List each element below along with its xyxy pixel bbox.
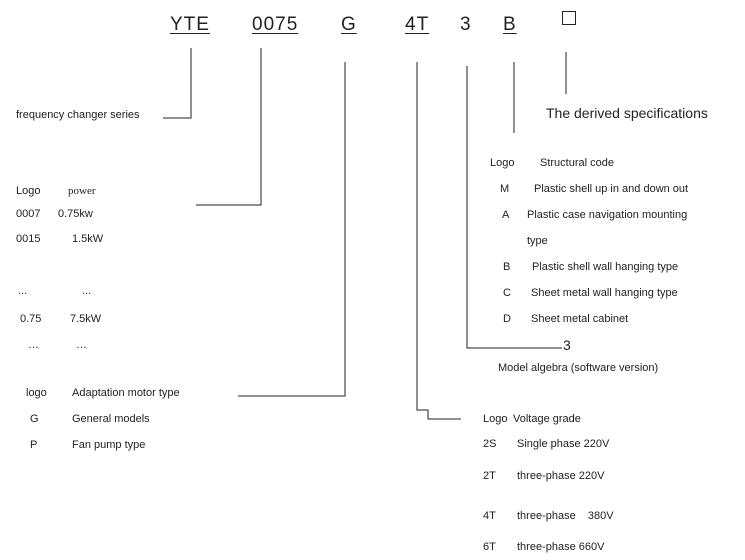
structure-row-desc: Sheet metal wall hanging type <box>531 287 678 299</box>
structure-row-code: M <box>500 183 510 195</box>
motor-header-logo: logo <box>26 387 47 399</box>
code-series: YTE <box>170 14 210 35</box>
software-connector <box>466 66 562 349</box>
voltage-row-code: 2T <box>483 470 496 482</box>
voltage-row-desc: Single phase 220V <box>517 438 610 450</box>
power-row-value: 0.75kw <box>58 208 93 220</box>
motor-row-code: P <box>30 439 38 451</box>
power-row-code: 0.75 <box>20 313 42 325</box>
voltage-row-code: 6T <box>483 541 496 553</box>
structure-row-desc: Sheet metal cabinet <box>531 313 629 325</box>
code-power: 0075 <box>252 14 299 35</box>
power-row-code: 0007 <box>16 208 41 220</box>
software-label: Model algebra (software version) <box>498 362 659 374</box>
derived-label: The derived specifications <box>546 105 708 121</box>
power-row-value: ... <box>82 285 92 297</box>
power-row-value: 7.5kW <box>70 313 102 325</box>
code-motor-type: G <box>341 14 357 35</box>
motor-row-desc: General models <box>72 413 150 425</box>
code-software: 3 <box>460 14 472 35</box>
structure-row-desc: type <box>527 235 548 247</box>
structure-row-code: C <box>503 287 511 299</box>
power-row-value: 1.5kW <box>72 233 104 245</box>
voltage-row-code: 2S <box>483 438 497 450</box>
code-derived-box <box>562 11 576 25</box>
structure-row-desc: Plastic case navigation mounting <box>527 209 688 221</box>
voltage-header-logo: Logo <box>483 413 508 425</box>
voltage-row-desc: three-phase 660V <box>517 541 605 553</box>
motor-row-desc: Fan pump type <box>72 439 146 451</box>
structure-header-label: Structural code <box>540 157 614 169</box>
series-connector <box>163 48 192 119</box>
code-structure: B <box>503 14 517 35</box>
structure-row-desc: Plastic shell up in and down out <box>534 183 689 195</box>
power-row-value: … <box>76 339 87 351</box>
voltage-row-code: 4T <box>483 510 496 522</box>
voltage-connector <box>416 62 461 420</box>
structure-header-logo: Logo <box>490 157 515 169</box>
power-row-code: ... <box>18 285 28 297</box>
structure-row-code: B <box>503 261 511 273</box>
voltage-row-desc: three-phase 220V <box>517 470 605 482</box>
structure-row-code: A <box>502 209 510 221</box>
power-connector <box>196 48 262 206</box>
motor-row-code: G <box>30 413 39 425</box>
software-value: 3 <box>563 337 571 353</box>
code-voltage: 4T <box>405 14 430 35</box>
power-row-code: 0015 <box>16 233 41 245</box>
motor-connector <box>238 62 346 397</box>
motor-header-label: Adaptation motor type <box>72 387 180 399</box>
series-label: frequency changer series <box>16 109 140 121</box>
structure-row-code: D <box>503 313 511 325</box>
voltage-row-desc: three-phase 380V <box>517 510 614 522</box>
voltage-header-label: Voltage grade <box>513 413 581 425</box>
power-header-label: power <box>68 185 96 197</box>
structure-row-desc: Plastic shell wall hanging type <box>532 261 679 273</box>
power-row-code: … <box>28 339 39 351</box>
power-header-logo: Logo <box>16 185 41 197</box>
